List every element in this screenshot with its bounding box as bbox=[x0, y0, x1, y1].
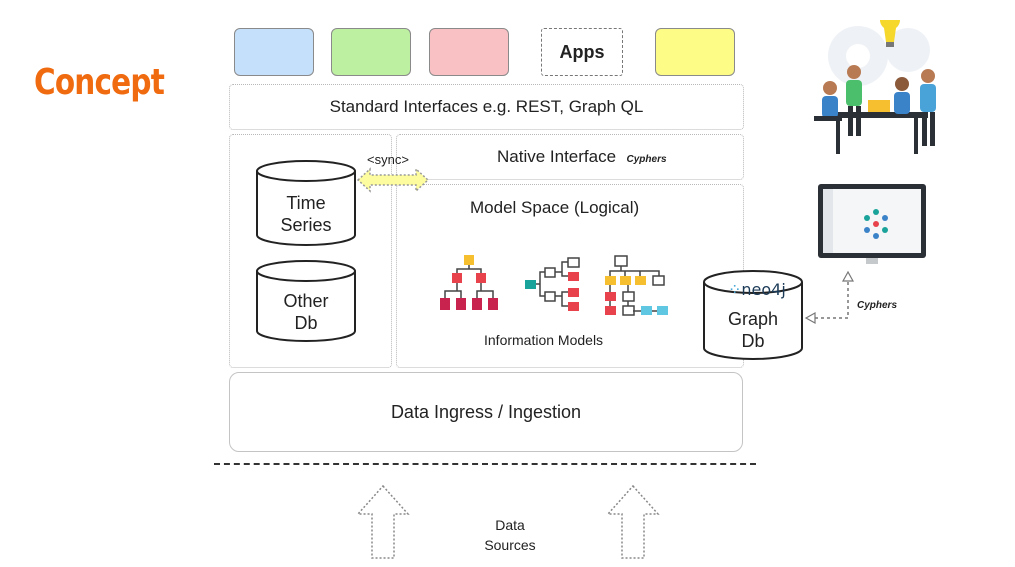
cyphers-arrow-icon bbox=[804, 270, 854, 325]
native-interface-text: Native Interface Cyphers bbox=[497, 147, 667, 167]
hierarchy-branch-icon bbox=[525, 257, 580, 311]
graph-db-label: Graph Db bbox=[702, 308, 804, 352]
boundary-divider bbox=[214, 463, 756, 465]
graph-db-line-2: Db bbox=[741, 331, 765, 351]
other-db-label: Other Db bbox=[254, 290, 358, 334]
monitor-graph-icon bbox=[818, 184, 926, 264]
data-sources-line-2: Sources bbox=[484, 537, 536, 553]
hierarchy-org-icon bbox=[605, 255, 668, 316]
information-models-label: Information Models bbox=[484, 332, 604, 348]
time-series-label: Time Series bbox=[254, 192, 358, 236]
native-interface-layer bbox=[396, 134, 744, 180]
graph-db-line-1: Graph bbox=[727, 309, 779, 329]
page-title: Concept bbox=[34, 62, 165, 103]
standard-interfaces-label: Standard Interfaces e.g. REST, Graph QL bbox=[329, 97, 644, 116]
cyphers-label: Cyphers bbox=[857, 300, 898, 311]
up-arrow-right-icon bbox=[606, 484, 660, 559]
standard-interfaces-layer: Standard Interfaces e.g. REST, Graph QL bbox=[229, 84, 744, 130]
app-box-pink bbox=[429, 28, 509, 76]
app-box-green bbox=[331, 28, 411, 76]
other-db-line-1: Other bbox=[283, 291, 329, 311]
data-sources-label: Data Sources bbox=[470, 515, 550, 555]
native-interface-cyphers: Cyphers bbox=[626, 154, 667, 165]
up-arrow-left-icon bbox=[356, 484, 410, 559]
app-box-yellow bbox=[655, 28, 735, 76]
graph-db-cylinder bbox=[703, 270, 803, 360]
native-interface-label: Native Interface bbox=[497, 147, 617, 166]
data-sources-line-1: Data bbox=[495, 517, 525, 533]
neo4j-logo: ⁘neo4j bbox=[728, 280, 786, 299]
time-series-line-1: Time bbox=[286, 193, 326, 213]
hierarchy-tree-icon bbox=[440, 255, 498, 310]
other-db-line-2: Db bbox=[294, 313, 318, 333]
time-series-line-2: Series bbox=[280, 215, 332, 235]
apps-label: Apps bbox=[541, 28, 623, 76]
data-ingress-label: Data Ingress / Ingestion bbox=[390, 401, 582, 422]
time-series-cylinder bbox=[256, 160, 356, 246]
neo4j-text: neo4j bbox=[741, 280, 786, 299]
sync-arrow-icon bbox=[356, 167, 430, 193]
other-db-cylinder bbox=[256, 260, 356, 342]
storage-panel bbox=[229, 134, 392, 368]
sync-label: <sync> bbox=[367, 152, 409, 167]
team-collaboration-illustration bbox=[814, 20, 936, 154]
app-box-blue bbox=[234, 28, 314, 76]
data-ingress-layer: Data Ingress / Ingestion bbox=[229, 372, 743, 452]
model-space-label: Model Space (Logical) bbox=[470, 198, 640, 217]
